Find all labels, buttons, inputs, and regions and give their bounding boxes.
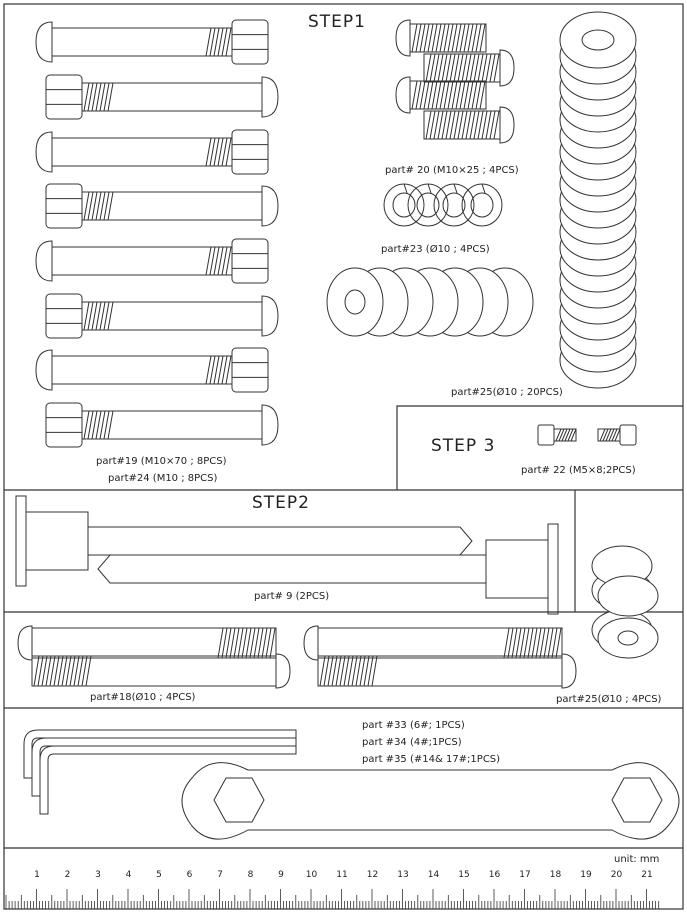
step3-label: part# 22 (M5×8;2PCS) bbox=[521, 465, 636, 476]
long-bolt-label: part#18(Ø10 ; 4PCS) bbox=[90, 691, 196, 703]
ruler-number: 7 bbox=[217, 870, 223, 880]
wrench-icon bbox=[181, 762, 680, 840]
hex-bolt-icon bbox=[45, 183, 279, 229]
stacked-washer-icon bbox=[597, 617, 659, 659]
ruler-number: 13 bbox=[397, 870, 408, 880]
tool-label-2: part #34 (4#;1PCS) bbox=[362, 737, 462, 748]
ruler-number: 5 bbox=[156, 870, 162, 880]
hex-bolt-icon bbox=[45, 402, 279, 448]
washer-label: part#25(Ø10 ; 20PCS) bbox=[451, 386, 563, 398]
long-bolt-icon bbox=[31, 653, 291, 689]
step2-washer-label: part#25(Ø10 ; 4PCS) bbox=[556, 693, 662, 705]
washer-stack bbox=[559, 11, 637, 389]
spring-washer-icon bbox=[433, 183, 475, 227]
hex-bolt-icon bbox=[35, 129, 269, 175]
small-screw-icon bbox=[537, 424, 577, 446]
spring-washer-icon bbox=[407, 183, 449, 227]
hex-key-set-and-wrench bbox=[23, 729, 680, 840]
ruler-number: 2 bbox=[65, 870, 71, 880]
axle-label: part# 9 (2PCS) bbox=[254, 591, 329, 602]
hex-bolt-group bbox=[35, 19, 279, 448]
ruler-number: 14 bbox=[428, 870, 440, 880]
ruler-number: 10 bbox=[306, 870, 318, 880]
axle-pin-icon bbox=[15, 495, 473, 587]
ruler-unit-label: unit: mm bbox=[614, 854, 659, 865]
screws-label: part# 20 (M10×25 ; 4PCS) bbox=[385, 165, 519, 176]
long-bolt-icon bbox=[303, 625, 563, 661]
screw-icon bbox=[395, 76, 487, 114]
axle-pin-icon bbox=[97, 523, 559, 615]
ruler-number: 19 bbox=[580, 870, 592, 880]
ruler-number: 15 bbox=[458, 870, 469, 880]
ruler-number: 20 bbox=[611, 870, 623, 880]
small-screw-group bbox=[537, 424, 637, 446]
axle-pins bbox=[15, 495, 559, 615]
frame bbox=[3, 3, 684, 910]
small-screw-icon bbox=[597, 424, 637, 446]
step2-washer-stack bbox=[591, 545, 659, 659]
screw-icon bbox=[395, 19, 487, 57]
hex-bolt-icon bbox=[35, 347, 269, 393]
ruler-number: 8 bbox=[248, 870, 254, 880]
ruler-number: 12 bbox=[367, 870, 378, 880]
ruler-number: 3 bbox=[95, 870, 101, 880]
ruler-number: 16 bbox=[489, 870, 501, 880]
stacked-washer-icon bbox=[597, 575, 659, 617]
hex-key-icon bbox=[23, 729, 297, 815]
spring-washer-label: part#23 (Ø10 ; 4PCS) bbox=[381, 243, 490, 255]
step3-title: STEP 3 bbox=[431, 436, 495, 456]
long-bolt-group bbox=[17, 625, 577, 689]
ruler-number: 21 bbox=[641, 870, 652, 880]
long-bolt-icon bbox=[317, 653, 577, 689]
step1-title: STEP1 bbox=[308, 12, 366, 32]
screw-icon bbox=[423, 49, 515, 87]
hex-bolt-icon bbox=[35, 238, 269, 284]
short-screw-group bbox=[395, 19, 515, 144]
step2-title: STEP2 bbox=[252, 493, 310, 513]
hex-bolt-icon bbox=[35, 19, 269, 65]
spring-washer-icon bbox=[461, 183, 503, 227]
bolts-label-2: part#24 (M10 ; 8PCS) bbox=[108, 473, 217, 484]
flat-washer-icon bbox=[326, 267, 384, 337]
tool-label-3: part #35 (#14& 17#;1PCS) bbox=[362, 754, 500, 765]
long-bolt-icon bbox=[17, 625, 277, 661]
tool-label-1: part #33 (6#; 1PCS) bbox=[362, 720, 465, 731]
bolts-label-1: part#19 (M10×70 ; 8PCS) bbox=[96, 456, 227, 467]
hex-bolt-icon bbox=[45, 293, 279, 339]
spring-washer-group bbox=[383, 183, 503, 227]
spring-washer-icon bbox=[383, 183, 425, 227]
ruler-number: 9 bbox=[278, 870, 284, 880]
ruler-number: 17 bbox=[519, 870, 530, 880]
ruler-number: 1 bbox=[34, 870, 40, 880]
ruler-number: 18 bbox=[550, 870, 562, 880]
ruler-number: 11 bbox=[336, 870, 347, 880]
hex-bolt-icon bbox=[45, 74, 279, 120]
flat-washer-row bbox=[326, 267, 534, 337]
ruler-number: 4 bbox=[126, 870, 132, 880]
screw-icon bbox=[423, 106, 515, 144]
stacked-washer-icon bbox=[559, 11, 637, 69]
ruler-number: 6 bbox=[187, 870, 193, 880]
